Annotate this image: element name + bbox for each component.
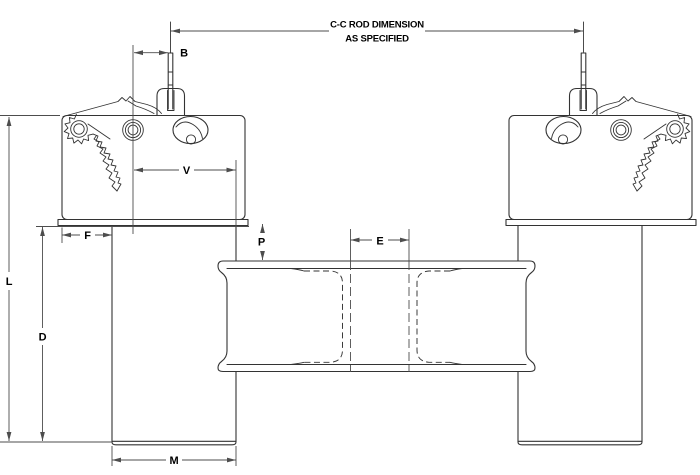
hidden-groove-left xyxy=(304,270,343,363)
dimension-b: B xyxy=(134,48,188,60)
dimension-p: P xyxy=(258,224,265,260)
title-line-1: C-C ROD DIMENSION xyxy=(330,20,424,31)
dimension-e: E xyxy=(350,236,409,248)
roller-outline xyxy=(217,260,536,373)
dim-label-d: D xyxy=(39,332,47,344)
dimension-annotations: C-C ROD DIMENSION AS SPECIFIED B V F xyxy=(0,20,584,467)
title-line-2: AS SPECIFIED xyxy=(345,34,409,45)
dim-label-b: B xyxy=(180,48,188,60)
dim-label-e: E xyxy=(376,236,383,248)
roller xyxy=(217,260,536,373)
dimension-cc: C-C ROD DIMENSION AS SPECIFIED xyxy=(171,20,583,45)
dimension-m: M xyxy=(112,455,236,467)
dimension-d: D xyxy=(39,227,47,441)
right-stand xyxy=(505,21,697,446)
dimension-f: F xyxy=(62,230,112,242)
dim-label-p: P xyxy=(258,237,265,249)
dimension-v: V xyxy=(134,165,236,177)
dim-label-v: V xyxy=(183,165,191,177)
dim-label-l: L xyxy=(6,276,13,288)
dim-label-f: F xyxy=(84,230,91,242)
dimension-l: L xyxy=(6,117,13,441)
dim-label-m: M xyxy=(170,455,179,467)
